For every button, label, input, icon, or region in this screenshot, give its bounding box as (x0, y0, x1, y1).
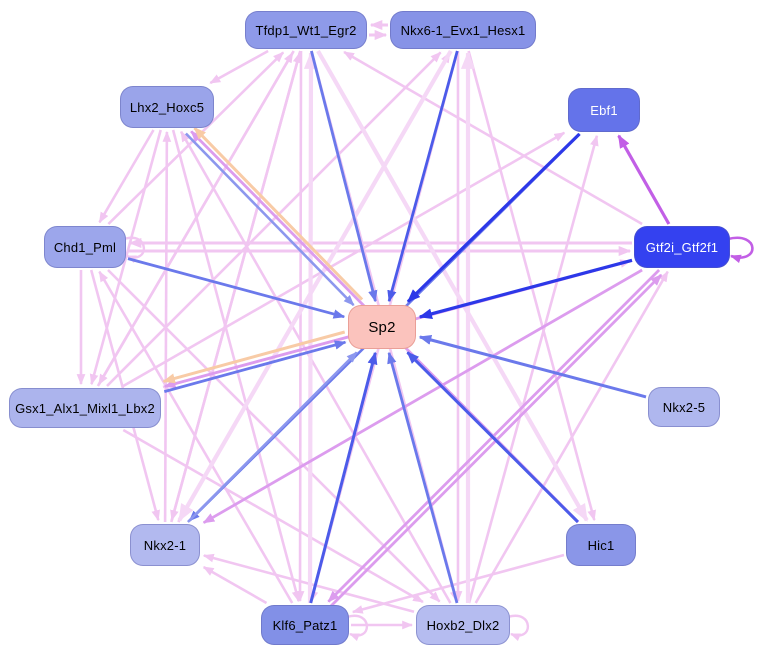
edge-sp2-lhx2 (193, 126, 364, 301)
node-hic1[interactable]: Hic1 (566, 524, 636, 566)
edge-hoxb2-hoxb2 (507, 614, 530, 642)
edge-hoxb2-lhx2 (179, 130, 452, 604)
edge-hic1-sp2 (406, 351, 579, 524)
edge-klf6-chd1 (98, 270, 294, 604)
edge-nkx21-sp2 (186, 351, 358, 523)
node-lhx2[interactable]: Lhx2_Hoxc5 (120, 86, 214, 128)
node-sp2[interactable]: Sp2 (348, 305, 416, 349)
edge-tfdp1-lhx2 (209, 49, 269, 85)
edge-hoxb2-gtf2i (474, 270, 669, 604)
node-gtf2i[interactable]: Gtf2i_Gtf2f1 (634, 226, 730, 268)
edge-lhx2-sp2 (184, 132, 355, 307)
edge-klf6-klf6 (346, 614, 369, 642)
edge-gsx1-sp2 (163, 340, 347, 393)
edge-hic1-klf6 (351, 553, 565, 614)
edge-gtf2i-ebf1 (617, 134, 671, 225)
edge-lhx2-klf6 (171, 129, 301, 603)
edge-chd1-chd1 (123, 236, 146, 264)
node-nkx25[interactable]: Nkx2-5 (648, 387, 720, 427)
edge-hoxb2-sp2 (387, 351, 459, 604)
edge-lhx2-chd1 (98, 129, 155, 224)
node-hoxb2[interactable]: Hoxb2_Dlx2 (416, 605, 510, 645)
edge-gsx1-hoxb2 (122, 428, 424, 604)
edge-gsx1-nkx6 (106, 51, 442, 387)
edge-tfdp1-klf6 (295, 50, 305, 603)
edge-nkx6-sp2 (387, 50, 459, 303)
edge-sp2-gsx1 (162, 330, 346, 384)
edge-klf6-sp2 (309, 351, 378, 604)
edge-nkx25-sp2 (418, 335, 647, 399)
edge-gtf2i-sp2 (418, 258, 633, 319)
edge-gsx1-ebf1 (122, 131, 566, 388)
node-tfdp1[interactable]: Tfdp1_Wt1_Egr2 (245, 11, 367, 49)
edge-nkx6-nkx21 (177, 49, 453, 522)
edge-hoxb2-ebf1 (467, 134, 599, 604)
node-nkx6[interactable]: Nkx6-1_Evx1_Hesx1 (390, 11, 536, 49)
node-klf6[interactable]: Klf6_Patz1 (261, 605, 349, 645)
node-ebf1[interactable]: Ebf1 (568, 88, 640, 132)
edge-nkx21-lhx2 (162, 130, 172, 523)
edge-tfdp1-hic1 (316, 49, 589, 522)
edge-gsx1-tfdp1 (96, 51, 294, 387)
node-chd1[interactable]: Chd1_Pml (44, 226, 126, 268)
edge-gtf2i-nkx21 (202, 268, 643, 524)
edge-klf6-tfdp1 (303, 51, 319, 604)
edge-tfdp1-sp2 (310, 50, 378, 303)
node-gsx1[interactable]: Gsx1_Alx1_Mixl1_Lbx2 (9, 388, 161, 428)
edge-klf6-nkx21 (202, 565, 268, 605)
node-nkx21[interactable]: Nkx2-1 (130, 524, 200, 566)
edge-gtf2i-tfdp1 (343, 50, 643, 226)
edge-gtf2i-gtf2i (727, 236, 754, 264)
edge-ebf1-sp2 (406, 132, 581, 303)
edge-chd1-sp2 (127, 257, 346, 319)
